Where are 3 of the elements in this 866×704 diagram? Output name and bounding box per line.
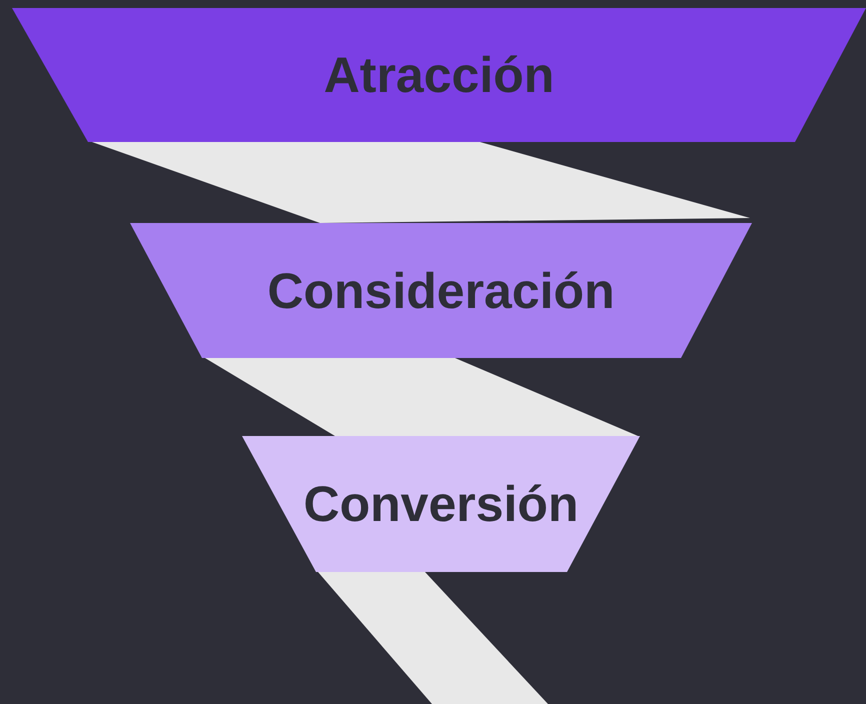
stage-label: Consideración <box>267 262 615 320</box>
stage-label: Atracción <box>324 46 554 104</box>
stage-label: Conversión <box>303 475 579 533</box>
